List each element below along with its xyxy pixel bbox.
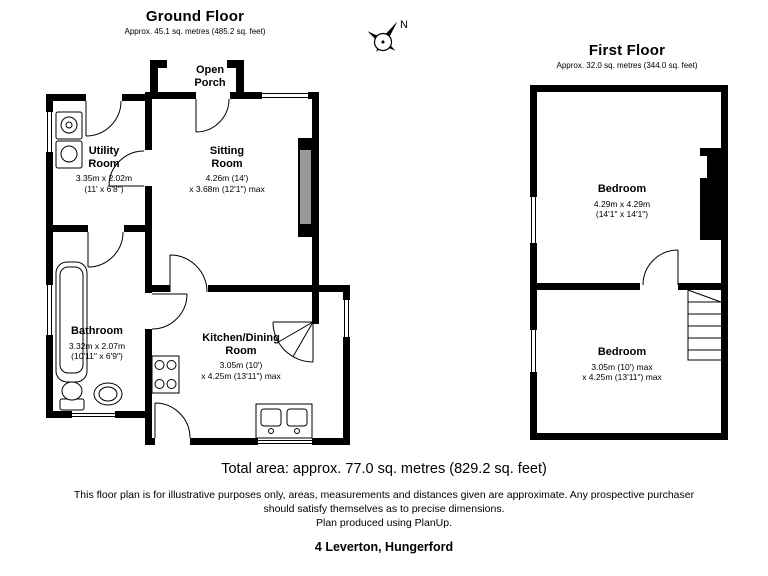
first-floor-title: First Floor [588, 42, 666, 59]
ground-floor-title: Ground Floor [145, 8, 245, 25]
door-arcs [85, 98, 679, 439]
wall-openings [45, 91, 707, 446]
room-dims-imperial: (10'11" x 6'9") [71, 351, 123, 361]
ground-floor-walls [46, 60, 350, 445]
room-dims-metric: 3.35m x 2.02m [75, 173, 133, 183]
disclaimer-line-2: should satisfy themselves as to precise … [263, 503, 505, 515]
room-dims-metric: 4.26m (14') [205, 173, 249, 183]
room-name: Utility Room [88, 145, 120, 170]
room-dims-imperial: x 4.25m (13'11") max [201, 370, 281, 381]
room-dims-metric: 3.32m x 2.07m [68, 340, 126, 351]
first-floor-walls [530, 85, 728, 440]
disclaimer-line-1: This floor plan is for illustrative purp… [73, 489, 695, 501]
room-label-open-porch: Open Porch [150, 64, 270, 89]
room-label-bedroom-1: Bedroom 4.29m x 4.29m (14'1" x 14'1") [562, 183, 682, 220]
compass-north-label: N [400, 19, 408, 31]
room-name: Bedroom [597, 183, 647, 195]
kitchen-fixtures [151, 355, 313, 439]
room-dims-imperial: (14'1" x 14'1") [595, 209, 649, 219]
property-address: 4 Leverton, Hungerford [314, 540, 454, 554]
room-dims-imperial: x 3.68m (12'1") max [189, 183, 265, 194]
produced-by-text: Plan produced using PlanUp. [315, 517, 452, 529]
room-dims-metric: 3.05m (10') [219, 360, 263, 370]
room-dims-imperial: x 4.25m (13'11") max [582, 372, 662, 382]
ground-fireplace-recess [300, 150, 311, 224]
room-dims-metric: 3.05m (10') max [591, 361, 653, 372]
room-label-kitchen-dining: Kitchen/Dining Room 3.05m (10') x 4.25m … [181, 332, 301, 381]
room-label-sitting: Sitting Room 4.26m (14') x 3.68m (12'1")… [167, 145, 287, 194]
room-name: Open Porch [194, 64, 226, 89]
room-dims-imperial: (11' x 6'8") [84, 183, 124, 194]
total-area-text: Total area: approx. 77.0 sq. metres (829… [221, 461, 547, 477]
first-floor-subtitle: Approx. 32.0 sq. metres (344.0 sq. feet) [556, 61, 698, 70]
room-name: Bathroom [71, 325, 123, 337]
compass-rose-icon [367, 21, 398, 52]
room-label-bedroom-2: Bedroom 3.05m (10') max x 4.25m (13'11")… [562, 346, 682, 383]
room-name: Kitchen/Dining Room [202, 332, 280, 357]
first-floor-stairs [687, 289, 722, 361]
ground-floor-header: Ground Floor Approx. 45.1 sq. metres (48… [45, 8, 345, 36]
room-name: Sitting Room [209, 145, 245, 170]
room-dims-metric: 4.29m x 4.29m [593, 198, 651, 209]
bathroom-fixtures [55, 261, 123, 411]
first-floor-header: First Floor Approx. 32.0 sq. metres (344… [477, 42, 768, 70]
ground-floor-stairs [272, 321, 314, 363]
utility-appliances [55, 111, 83, 169]
ground-floor-subtitle: Approx. 45.1 sq. metres (485.2 sq. feet) [124, 27, 266, 36]
room-label-utility: Utility Room 3.35m x 2.02m (11' x 6'8") [44, 145, 164, 194]
room-label-bathroom: Bathroom 3.32m x 2.07m (10'11" x 6'9") [37, 325, 157, 362]
window-lines [47, 93, 536, 444]
room-name: Bedroom [597, 346, 647, 358]
